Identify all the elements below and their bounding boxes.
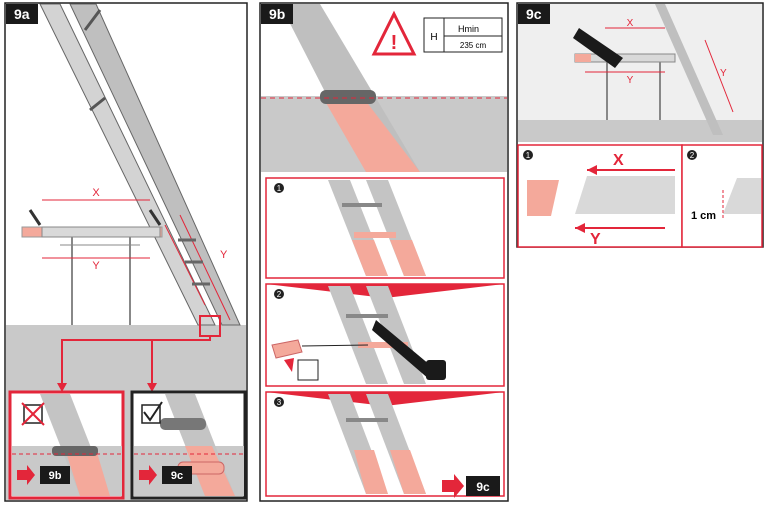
warn-value: 235 cm — [460, 41, 487, 50]
trash-icon — [297, 359, 319, 381]
arrow-right-icon — [442, 474, 464, 498]
big-y-label: Y — [590, 231, 601, 248]
goto-9c-label: 9c — [476, 480, 490, 494]
warning-icon — [371, 10, 417, 56]
detail-1-number: 1 — [526, 151, 531, 160]
step-3-number: 3 — [277, 398, 282, 407]
warn-hmin-label: Hmin — [458, 24, 479, 34]
dimension-y-label: Y — [92, 260, 100, 272]
panel-9c-tag: 9c — [518, 4, 550, 24]
step-2-number: 2 — [277, 290, 282, 299]
panel-9c: X Y Y 1 2 X Y 1 cm — [516, 2, 764, 248]
ladder-rail — [69, 3, 241, 326]
panel-9a: X Y Y 9b 9c — [4, 2, 248, 502]
detail-2-number: 2 — [690, 151, 695, 160]
cut-piece — [271, 339, 303, 359]
dimension-y-label: Y — [627, 75, 634, 86]
arrow-right-icon — [17, 465, 35, 485]
step-2-panel — [265, 283, 505, 387]
arrow-right-icon — [139, 465, 157, 485]
warn-h-label: H — [430, 32, 437, 43]
big-x-label: X — [613, 152, 624, 169]
dimension-y2-label: Y — [720, 68, 727, 79]
svg-text:!: ! — [391, 32, 398, 54]
saw-icon — [372, 320, 436, 380]
step-1-number: 1 — [277, 184, 282, 193]
dimension-x-label: X — [92, 187, 100, 199]
goto-9b-label: 9b — [49, 470, 62, 482]
panel-9a-tag: 9a — [6, 4, 38, 24]
panel-9b-tag: 9b — [261, 4, 294, 24]
saw-icon — [573, 28, 623, 68]
panel-9b: ! H Hmin 235 cm 1 2 3 9c — [259, 2, 509, 502]
correct-checkbox-icon — [141, 404, 161, 424]
goto-9c-label: 9c — [171, 470, 183, 482]
old-stopper — [320, 90, 376, 104]
dimension-x-label: X — [627, 18, 634, 29]
dimension-y2-label: Y — [220, 249, 228, 261]
step-3-panel — [265, 391, 505, 497]
one-cm-label: 1 cm — [691, 210, 716, 222]
ladder-rail — [39, 3, 216, 326]
